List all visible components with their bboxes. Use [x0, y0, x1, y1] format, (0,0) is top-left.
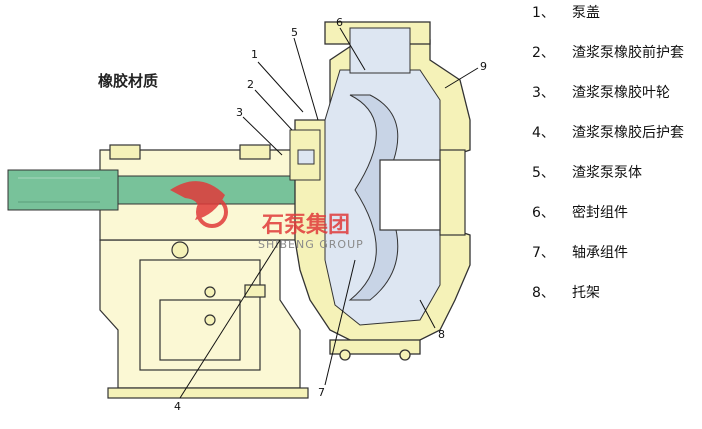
impeller [348, 94, 399, 301]
bearing-frame [99, 144, 331, 399]
callout-4: 4 [174, 400, 181, 413]
legend-number: 8、 [532, 285, 555, 301]
callout-5: 5 [291, 26, 298, 39]
callout-7: 7 [318, 386, 325, 399]
legend-label: 密封组件 [572, 205, 628, 221]
legend-label: 渣浆泵泵体 [572, 165, 642, 181]
callout-2: 2 [247, 78, 254, 91]
legend-number: 7、 [532, 245, 555, 261]
legend-number: 2、 [532, 45, 555, 61]
legend-label: 渣浆泵橡胶后护套 [572, 125, 684, 141]
watermark-brand: 石泵集团 [261, 212, 350, 238]
watermark-brand-en: SHIBENG GROUP [258, 238, 364, 251]
callout-1: 1 [251, 48, 258, 61]
callout-9: 9 [480, 60, 487, 73]
legend-label: 轴承组件 [572, 245, 628, 261]
leader-lines [179, 27, 479, 399]
legend-number: 4、 [532, 125, 555, 141]
legend-number: 3、 [532, 85, 555, 101]
legend-label: 渣浆泵橡胶前护套 [572, 45, 684, 61]
legend-number: 5、 [532, 165, 555, 181]
legend-label: 泵盖 [572, 5, 600, 21]
legend-number: 6、 [532, 205, 555, 221]
callout-3: 3 [236, 106, 243, 119]
diagram-title: 橡胶材质 [98, 72, 159, 90]
legend-number: 1、 [532, 5, 555, 21]
legend-label: 托架 [572, 285, 600, 301]
callout-6: 6 [336, 16, 343, 29]
legend-label: 渣浆泵橡胶叶轮 [572, 85, 670, 101]
watermark-logo [170, 181, 228, 228]
suction-cover [379, 149, 466, 236]
callout-8: 8 [438, 328, 445, 341]
callout-numbers: 1 2 3 4 5 6 7 8 9 [174, 16, 487, 413]
seal-assembly [289, 129, 321, 181]
